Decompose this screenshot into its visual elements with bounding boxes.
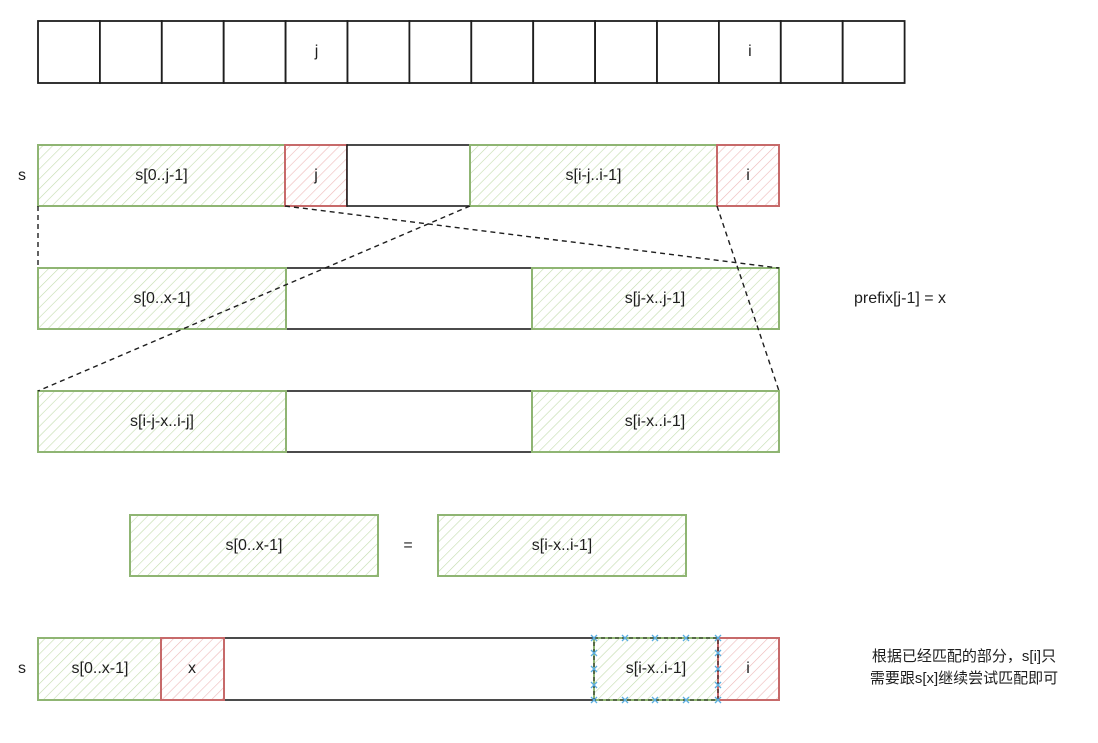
row1-segment-prefix: s[0..j-1] <box>135 166 188 184</box>
selection-handle-icon <box>621 696 629 704</box>
row1-suffix-box <box>469 144 718 207</box>
array-cell <box>594 20 658 84</box>
row5-segment-x: x <box>188 660 196 677</box>
selection-handle-icon <box>590 681 598 689</box>
array-cell <box>408 20 473 84</box>
row5-gap-box <box>223 637 595 701</box>
row2-segment-suffix: s[j-x..j-1] <box>624 289 686 307</box>
row1-side-label: s <box>18 166 26 184</box>
array-cell <box>346 20 411 84</box>
row1-segment-suffix: s[i-j..i-1] <box>565 166 622 184</box>
row3-suffix-box <box>531 390 780 453</box>
array-cell <box>99 20 163 84</box>
selection-handle-icon <box>714 649 722 657</box>
array-cell <box>284 20 349 84</box>
row2-gap-box <box>285 267 533 330</box>
map-line-prefix-right <box>284 205 780 269</box>
row1-segment-j: j <box>314 166 318 184</box>
selection-handle-icon <box>651 634 659 642</box>
explanation-note: 根据已经匹配的部分，s[i]只 需要跟s[x]继续尝试匹配即可 <box>830 646 1098 690</box>
array-cell <box>656 20 720 84</box>
array-cell <box>718 20 782 84</box>
array-cell <box>779 20 844 84</box>
selection-handle-icon <box>590 665 598 673</box>
row3-gap-box <box>285 390 533 453</box>
selection-handle-icon <box>651 696 659 704</box>
map-line-suffix-left <box>37 205 471 392</box>
selection-handle-icon <box>714 665 722 673</box>
row3-segment-suffix: s[i-x..i-1] <box>624 412 686 430</box>
row1-prefix-box <box>37 144 286 207</box>
array-cell <box>37 20 101 84</box>
equation-left-box <box>129 514 379 577</box>
array-cell-label-j: j <box>314 43 319 60</box>
selection-handle-icon <box>621 634 629 642</box>
row3-prefix-box <box>37 390 287 453</box>
row5-prefix-box <box>37 637 162 701</box>
row5-segment-suffix: s[i-x..i-1] <box>625 660 687 677</box>
array-cell <box>160 20 225 84</box>
row5-side-label: s <box>18 660 26 677</box>
map-line-suffix-right <box>716 205 780 392</box>
selection-handle-icon <box>590 649 598 657</box>
selection-handle-icon <box>714 696 722 704</box>
row1-i-box <box>716 144 780 207</box>
row1-segment-i: i <box>746 166 750 184</box>
row1-gap-box <box>346 144 471 207</box>
selection-handle-icon <box>590 634 598 642</box>
row5-x-box <box>160 637 225 701</box>
row5-segment-i: i <box>746 660 750 677</box>
equation-left: s[0..x-1] <box>225 536 283 554</box>
selection-handle-icon <box>590 696 598 704</box>
selection-handle-icon <box>682 696 690 704</box>
prefix-annotation: prefix[j-1] = x <box>853 289 947 307</box>
array-cell <box>222 20 287 84</box>
array-cell <box>470 20 535 84</box>
row5-segment-prefix: s[0..x-1] <box>71 660 129 677</box>
explanation-line-2: 需要跟s[x]继续尝试匹配即可 <box>869 670 1059 687</box>
explanation-line-1: 根据已经匹配的部分，s[i]只 <box>871 648 1057 665</box>
array-cell <box>532 20 597 84</box>
equation-right: s[i-x..i-1] <box>531 536 593 554</box>
array-cell-label-i: i <box>748 43 752 60</box>
equation-operator: = <box>403 536 413 554</box>
row2-segment-prefix: s[0..x-1] <box>133 289 191 307</box>
row2-suffix-box <box>531 267 780 330</box>
row3-segment-prefix: s[i-j-x..i-j] <box>130 412 194 430</box>
selection-handle-icon <box>714 634 722 642</box>
array-cell <box>841 20 906 84</box>
equation-right-box <box>437 514 687 577</box>
mapping-lines <box>37 205 780 392</box>
selection-handle-icon <box>714 681 722 689</box>
row2-prefix-box <box>37 267 287 330</box>
selection-handle-icon <box>682 634 690 642</box>
